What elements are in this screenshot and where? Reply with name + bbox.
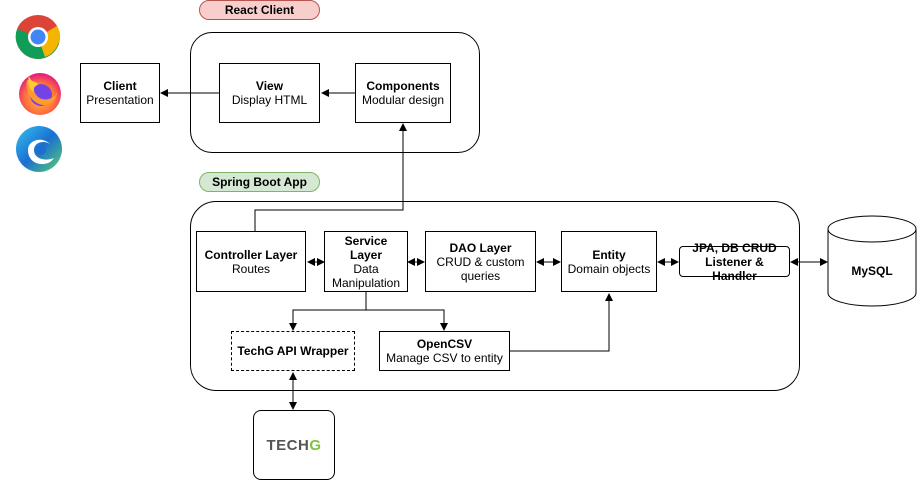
view-box: View Display HTML: [219, 63, 320, 123]
service-layer-box: Service Layer Data Manipulation: [324, 231, 408, 292]
opencsv-title: OpenCSV: [416, 337, 473, 351]
techg-logo-box: TECHG: [253, 410, 335, 480]
service-sub: Data Manipulation: [331, 261, 401, 290]
dao-title: DAO Layer: [449, 240, 512, 255]
techg-wrapper-title: TechG API Wrapper: [237, 344, 349, 358]
client-title: Client: [103, 79, 137, 93]
controller-layer-box: Controller Layer Routes: [196, 231, 306, 292]
edge-controller-components: [254, 123, 407, 231]
controller-sub: Routes: [231, 261, 271, 276]
opencsv-sub: Manage CSV to entity: [386, 351, 503, 365]
techg-wrapper-box: TechG API Wrapper: [231, 331, 355, 371]
view-sub: Display HTML: [231, 93, 308, 107]
mysql-label: MySQL: [851, 264, 893, 278]
mysql-database-icon: [827, 215, 917, 307]
jpa-title: JPA, DB CRUD Listener & Handler: [692, 240, 777, 283]
opencsv-box: OpenCSV Manage CSV to entity: [379, 331, 510, 371]
jpa-handler-box: JPA, DB CRUD Listener & Handler: [679, 241, 790, 283]
client-box: Client Presentation: [80, 63, 160, 123]
components-box: Components Modular design: [355, 63, 451, 123]
entity-box: Entity Domain objects: [561, 231, 657, 292]
chrome-icon: [15, 15, 60, 59]
edge-icon: [16, 126, 62, 172]
firefox-icon: [19, 73, 61, 115]
techg-logo-prefix: TECH: [266, 436, 310, 454]
entity-sub: Domain objects: [567, 261, 651, 276]
service-title: Service Layer: [344, 233, 388, 262]
view-title: View: [255, 79, 284, 93]
techg-logo-accent: G: [309, 436, 322, 454]
dao-layer-box: DAO Layer CRUD & custom queries: [425, 231, 536, 292]
spring-boot-group: [190, 201, 800, 391]
spring-boot-label: Spring Boot App: [199, 172, 320, 192]
components-title: Components: [366, 79, 440, 93]
techg-logo: TECHG: [266, 437, 321, 454]
dao-sub: CRUD & custom queries: [436, 254, 525, 283]
client-sub: Presentation: [86, 93, 154, 107]
react-client-label: React Client: [199, 0, 320, 20]
controller-title: Controller Layer: [204, 247, 298, 262]
edge-service-wrapper: [289, 292, 367, 331]
components-sub: Modular design: [361, 93, 445, 107]
edge-service-opencsv: [366, 309, 448, 331]
entity-title: Entity: [592, 247, 626, 262]
edge-opencsv-entity: [510, 293, 613, 352]
